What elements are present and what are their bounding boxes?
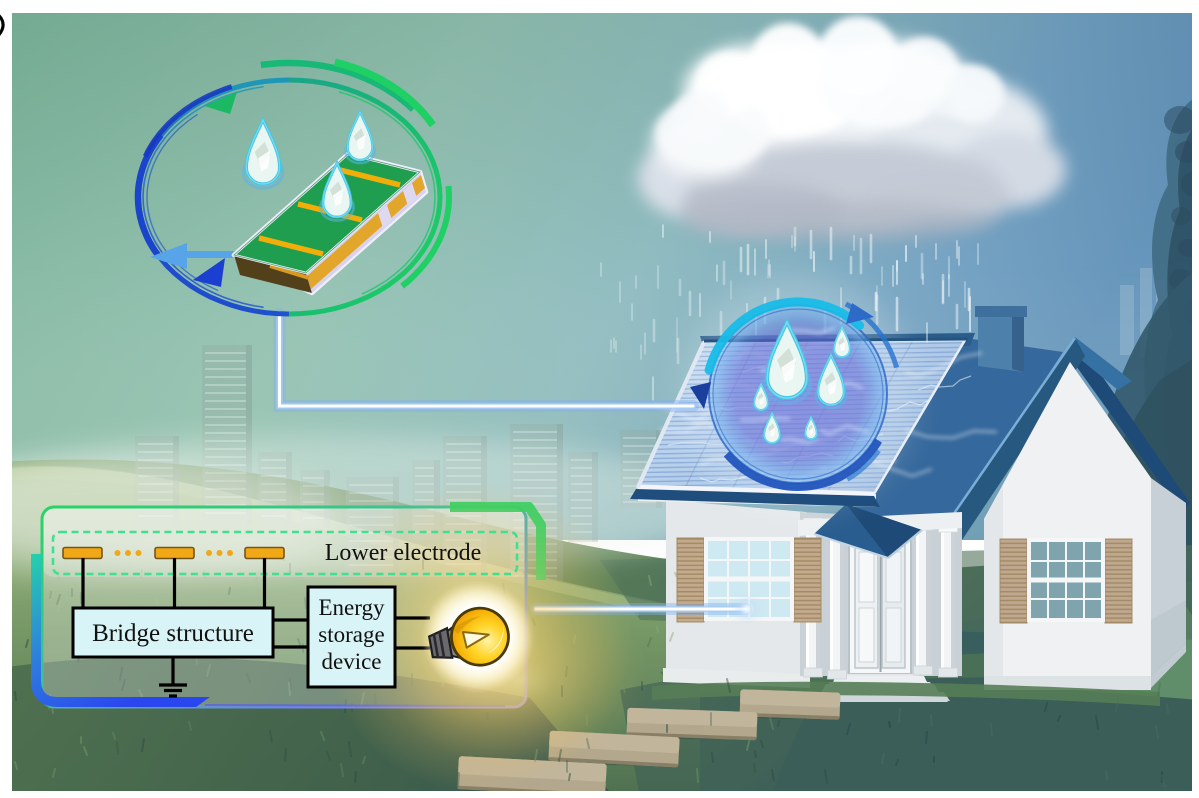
svg-text:Bridge structure: Bridge structure [92, 620, 254, 647]
svg-text:device: device [321, 649, 381, 674]
svg-text:Energy: Energy [318, 595, 385, 620]
svg-text:storage: storage [318, 622, 384, 647]
svg-text:Lower electrode: Lower electrode [325, 540, 482, 566]
